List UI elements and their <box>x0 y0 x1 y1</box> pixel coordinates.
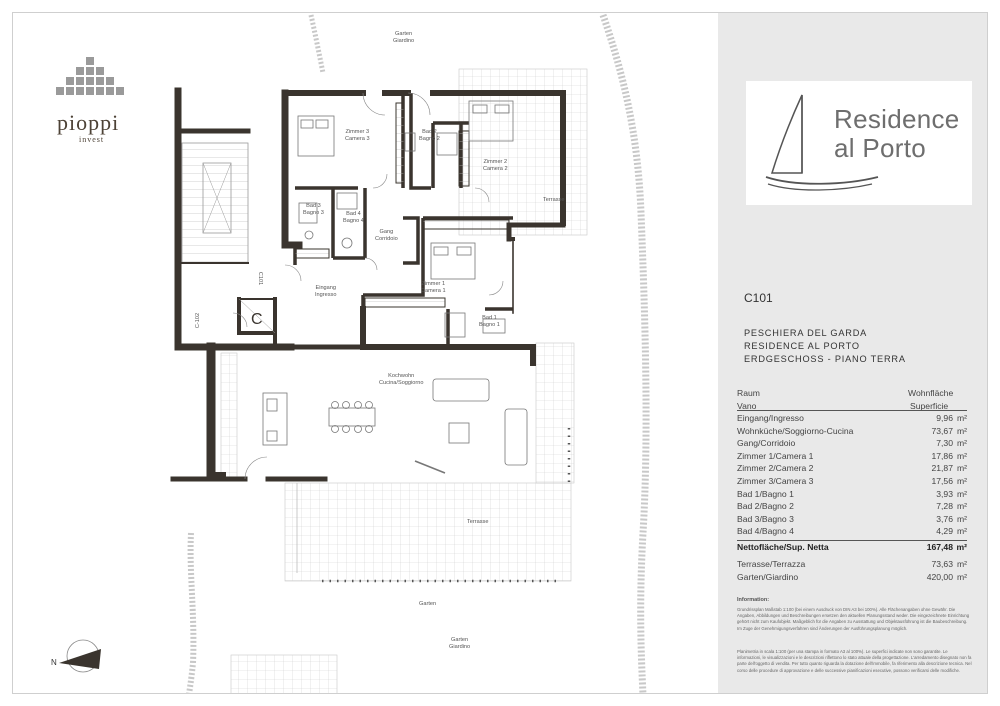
brand-name: pioppi <box>57 110 120 135</box>
logo-line-1: Residence <box>834 104 960 134</box>
label-stair-c: C <box>251 311 263 328</box>
table-header-left-2: Vano <box>737 401 757 411</box>
north-arrow <box>59 639 101 673</box>
table-header-right-1: Wohnfläche <box>908 388 954 398</box>
address-line-1: PESCHIERA DEL GARDA <box>744 328 868 338</box>
brand-mark <box>56 57 124 95</box>
logo-line-2: al Porto <box>834 133 927 163</box>
hedge-left <box>186 532 197 693</box>
unit-number: C101 <box>744 291 773 305</box>
table-header-right-2: Superficie <box>910 401 949 411</box>
table-rule-top <box>737 410 967 411</box>
information-text-de: Grundrissplan Maßstab 1:100 (bei einem A… <box>737 607 970 631</box>
label-terrasse-right: Terrasse <box>543 197 565 203</box>
label-terrasse-bottom: Terrasse <box>467 519 489 525</box>
interior-walls <box>293 93 513 347</box>
table-rule-total <box>737 540 967 541</box>
table-header-left-1: Raum <box>737 388 760 398</box>
info-panel: Residence al Porto C101 PESCHIERA DEL GA… <box>718 13 987 693</box>
residence-logo: Residence al Porto <box>746 81 972 205</box>
address-line-2: RESIDENCE AL PORTO <box>744 341 860 351</box>
information-text-it: Planimetria in scala 1:100 (per una stam… <box>737 649 972 673</box>
brand-subtitle: invest <box>79 135 105 144</box>
hedge-right <box>599 13 650 693</box>
label-north: N <box>51 658 57 667</box>
label-c102: C-102 <box>195 312 202 329</box>
information-title: Information: <box>737 597 770 603</box>
terrace-left-strip <box>220 352 238 480</box>
floor-plan-drawing <box>56 13 650 693</box>
label-garten-mid: Garten <box>419 601 437 607</box>
terrace-right-strip <box>535 342 575 484</box>
wardrobes <box>294 102 510 308</box>
terrace-bottom <box>284 482 572 582</box>
hedge-top <box>308 14 326 74</box>
address-line-3: ERDGESCHOSS - PIANO TERRA <box>744 354 906 364</box>
label-c101-plan: C101 <box>257 271 264 286</box>
door-swings <box>232 92 504 480</box>
pool-area <box>230 654 338 693</box>
furniture <box>238 100 528 474</box>
sailboat-icon <box>765 94 879 191</box>
